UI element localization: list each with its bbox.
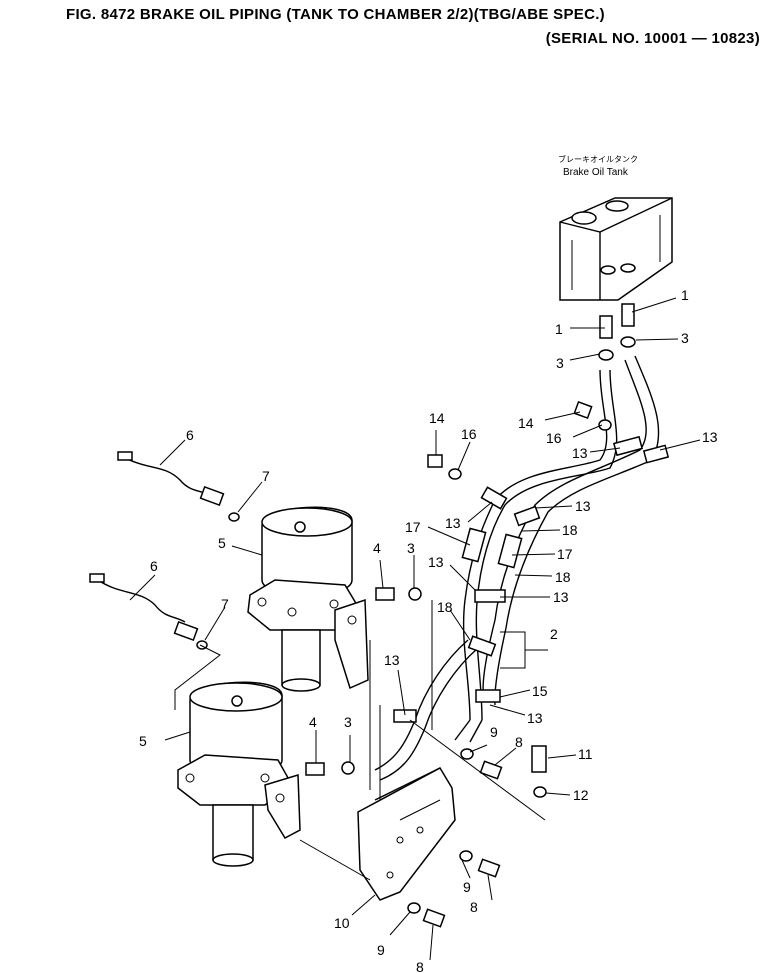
callout-13: 13 xyxy=(384,652,400,668)
callout-9: 9 xyxy=(377,942,385,958)
callout-10: 10 xyxy=(334,915,350,931)
callout-8: 8 xyxy=(515,734,523,750)
callout-15: 15 xyxy=(532,683,548,699)
callout-13: 13 xyxy=(527,710,543,726)
callout-2: 2 xyxy=(550,626,558,642)
callout-3: 3 xyxy=(344,714,352,730)
callout-16: 16 xyxy=(546,430,562,446)
callout-14: 14 xyxy=(429,410,445,426)
callout-18: 18 xyxy=(437,599,453,615)
callout-13: 13 xyxy=(702,429,718,445)
callout-3: 3 xyxy=(681,330,689,346)
callout-13: 13 xyxy=(553,589,569,605)
serial-number: (SERIAL NO. 10001 — 10823) xyxy=(545,30,760,47)
callout-8: 8 xyxy=(416,959,424,973)
brake-pipes xyxy=(374,355,660,781)
callout-7: 7 xyxy=(221,596,229,612)
callout-12: 12 xyxy=(573,787,589,803)
tank-label-jp: ブレーキオイルタンク xyxy=(558,154,638,164)
callout-13: 13 xyxy=(428,554,444,570)
callout-16: 16 xyxy=(461,426,477,442)
callout-5: 5 xyxy=(218,535,226,551)
tank-label-en: Brake Oil Tank xyxy=(563,167,629,178)
mounting-bracket xyxy=(357,705,456,901)
callout-13: 13 xyxy=(572,445,588,461)
callout-3: 3 xyxy=(407,540,415,556)
tank-fittings xyxy=(598,303,636,361)
callout-1: 1 xyxy=(681,287,689,303)
callout-18: 18 xyxy=(562,522,578,538)
callout-17: 17 xyxy=(557,546,573,562)
bolts-washers-top xyxy=(427,401,612,480)
callout-13: 13 xyxy=(445,515,461,531)
callout-17: 17 xyxy=(405,519,421,535)
callout-4: 4 xyxy=(309,714,317,730)
callout-3: 3 xyxy=(556,355,564,371)
callout-7: 7 xyxy=(262,468,270,484)
callout-6: 6 xyxy=(186,427,194,443)
brake-oil-tank xyxy=(559,197,673,301)
lower-brake-chamber xyxy=(177,681,355,867)
callout-4: 4 xyxy=(373,540,381,556)
callout-6: 6 xyxy=(150,558,158,574)
callout-numbers: 1 1 2 3 3 3 3 4 4 5 5 6 6 7 7 8 8 8 9 9 … xyxy=(139,287,718,973)
upper-brake-chamber xyxy=(247,506,422,692)
figure-title: FIG. 8472 BRAKE OIL PIPING (TANK TO CHAM… xyxy=(66,6,605,23)
callout-9: 9 xyxy=(463,879,471,895)
callout-11: 11 xyxy=(578,746,593,762)
callout-9: 9 xyxy=(490,724,498,740)
leader-lines xyxy=(129,297,701,961)
pipe-clamps xyxy=(393,435,670,723)
callout-13: 13 xyxy=(575,498,591,514)
callout-18: 18 xyxy=(555,569,571,585)
callout-5: 5 xyxy=(139,733,147,749)
callout-8: 8 xyxy=(470,899,478,915)
hose-sleeves xyxy=(461,527,523,569)
callout-1: 1 xyxy=(555,321,563,337)
bolts-washers-lower xyxy=(407,745,547,928)
callout-14: 14 xyxy=(518,415,534,431)
pressure-switches xyxy=(89,451,240,650)
